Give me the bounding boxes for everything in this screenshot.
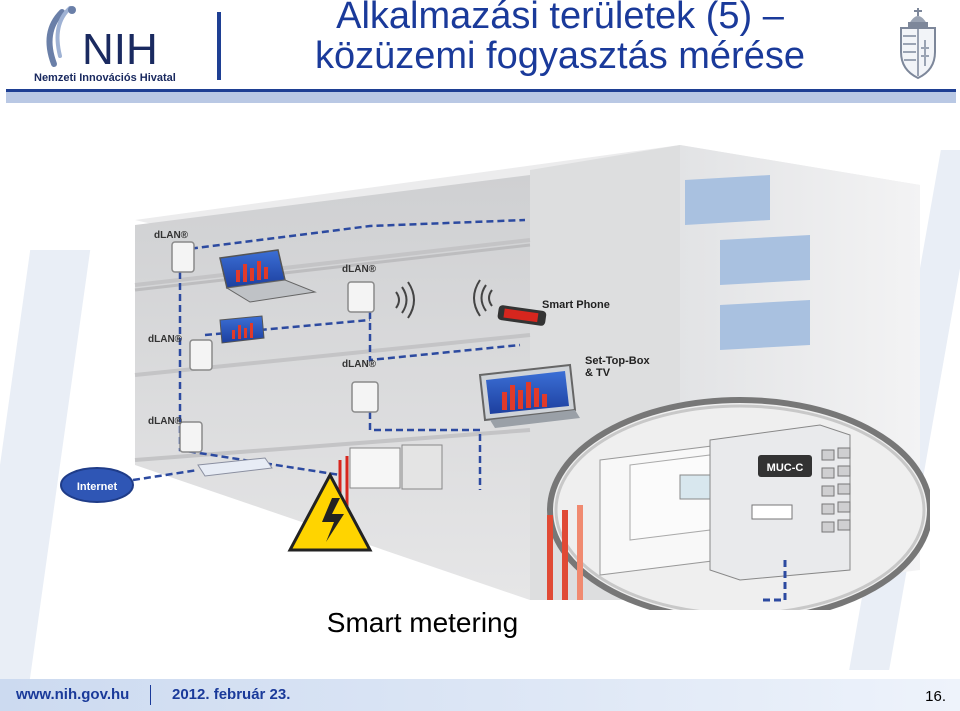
logo-text: NIH	[82, 25, 158, 74]
nih-logo: NIH	[46, 6, 158, 74]
set-top-box-label: & TV	[585, 367, 611, 379]
footer-date: 2012. február 23.	[172, 686, 291, 703]
dlan-label: dLAN®	[342, 359, 377, 370]
dlan-label: dLAN®	[342, 264, 377, 275]
footer: www.nih.gov.hu 2012. február 23. 16.	[0, 679, 960, 711]
dlan-label: dLAN®	[148, 334, 183, 345]
footer-url[interactable]: www.nih.gov.hu	[16, 686, 130, 703]
muc-label: MUC-C	[767, 462, 804, 474]
header-divider	[217, 12, 221, 80]
hungarian-coat-of-arms-icon	[900, 8, 936, 80]
dlan-label: dLAN®	[148, 416, 183, 427]
smart-phone-label: Smart Phone	[542, 299, 610, 311]
title-line-2: közüzemi fogyasztás mérése	[315, 35, 805, 77]
caption: Smart metering	[326, 607, 519, 638]
page-number: 16.	[925, 688, 946, 705]
smart-metering-illustration: dLAN® dLAN® dLAN® dLAN® dLAN® Smart Phon…	[60, 145, 930, 610]
header-rule	[6, 89, 956, 103]
dlan-label: dLAN®	[154, 230, 189, 241]
footer-separator	[150, 685, 151, 705]
page-title: Alkalmazási területek (5) – közüzemi fog…	[230, 0, 890, 76]
logo-subtitle: Nemzeti Innovációs Hivatal	[34, 72, 176, 84]
internet-label: Internet	[77, 481, 118, 493]
set-top-box-label: Set-Top-Box	[585, 355, 650, 367]
title-line-1: Alkalmazási területek (5) –	[336, 0, 784, 37]
